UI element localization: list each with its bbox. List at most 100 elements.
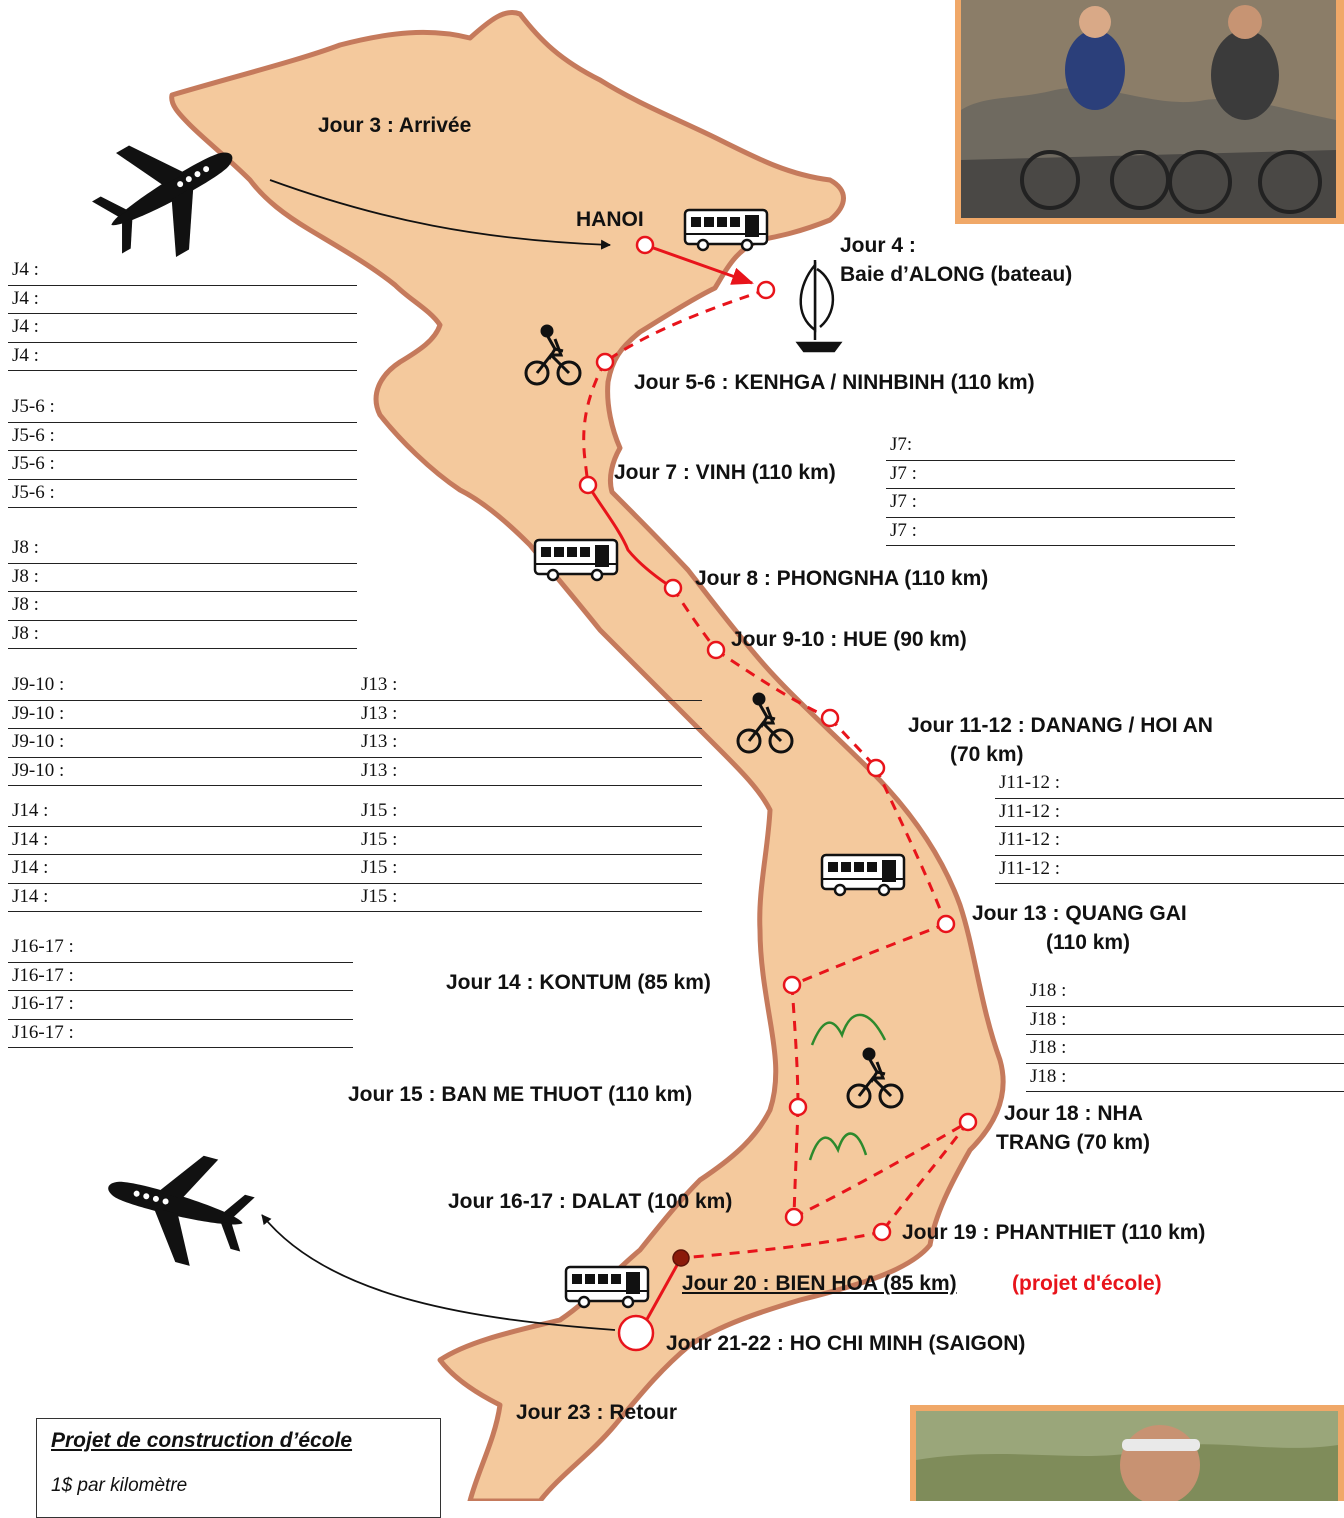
stop-along [756,280,776,300]
note-line[interactable]: J11-12 : [995,770,1344,799]
label-danang: Jour 11-12 : DANANG / HOI AN [908,714,1213,737]
stop-quangai [936,914,956,934]
note-line[interactable]: J14 : [8,827,357,856]
route-bienhoa-hcm [639,1257,683,1331]
stop-hue [706,640,726,660]
label-hcm: Jour 21-22 : HO CHI MINH (SAIGON) [666,1332,1026,1355]
route-vinh-phongnha [586,484,674,590]
label-dalat: Jour 16-17 : DALAT (100 km) [448,1190,733,1213]
note-line[interactable]: J16-17 : [8,991,353,1020]
note-line[interactable]: J8 : [8,621,357,650]
note-line[interactable]: J7: [886,432,1235,461]
arrival-flight-path [269,179,611,250]
note-line[interactable]: J4 : [8,257,357,286]
note-line[interactable]: J15 : [357,798,702,827]
note-line[interactable]: J5-6 : [8,451,357,480]
note-line[interactable]: J16-17 : [8,1020,353,1049]
notes-j1617: J16-17 : J16-17 : J16-17 : J16-17 : [8,934,353,1049]
notes-j15: J15 : J15 : J15 : J15 : [357,798,702,913]
label-hanoi: HANOI [576,208,644,231]
note-line[interactable]: J15 : [357,884,702,913]
note-line[interactable]: J18 : [1026,1064,1344,1093]
notes-j7: J7: J7 : J7 : J7 : [886,432,1235,547]
note-line[interactable]: J16-17 : [8,963,353,992]
stop-kenhga [595,352,615,372]
stop-danang-a [820,708,840,728]
note-line[interactable]: J13 : [357,701,702,730]
note-line[interactable]: J9-10 : [8,729,357,758]
notes-j4: J4 : J4 : J4 : J4 : [8,257,357,372]
bus-icon [820,853,906,897]
note-line[interactable]: J11-12 : [995,856,1344,885]
notes-j14: J14 : J14 : J14 : J14 : [8,798,357,913]
stop-nhatrang [958,1112,978,1132]
note-line[interactable]: J14 : [8,855,357,884]
note-line[interactable]: J7 : [886,461,1235,490]
note-line[interactable]: J5-6 : [8,480,357,509]
departure-flight-path [261,1214,616,1331]
note-line[interactable]: J7 : [886,518,1235,547]
note-line[interactable]: J18 : [1026,1035,1344,1064]
note-line[interactable]: J4 : [8,343,357,372]
note-line[interactable]: J8 : [8,564,357,593]
label-banmethuot: Jour 15 : BAN ME THUOT (110 km) [348,1083,693,1106]
label-along-day: Jour 4 : [840,234,916,257]
note-line[interactable]: J5-6 : [8,394,357,423]
label-phanthiet: Jour 19 : PHANTHIET (110 km) [902,1221,1206,1244]
label-quangai-km: (110 km) [1046,931,1131,954]
notes-j1112: J11-12 : J11-12 : J11-12 : J11-12 : [995,770,1344,885]
project-subtitle: 1$ par kilomètre [51,1475,188,1496]
note-line[interactable]: J4 : [8,286,357,315]
stop-dalat [784,1207,804,1227]
note-line[interactable]: J14 : [8,798,357,827]
note-line[interactable]: J4 : [8,314,357,343]
stop-danang-b [866,758,886,778]
stop-banmethuot [788,1097,808,1117]
label-nhatrang-km: TRANG (70 km) [996,1131,1151,1154]
note-line[interactable]: J11-12 : [995,799,1344,828]
note-line[interactable]: J9-10 : [8,701,357,730]
note-line[interactable]: J13 : [357,758,702,787]
bus-icon [533,538,619,582]
label-bienhoa: Jour 20 : BIEN HOA (85 km) [682,1272,957,1295]
note-line[interactable]: J13 : [357,729,702,758]
label-along: Baie d’ALONG (bateau) [840,263,1073,286]
notes-j56: J5-6 : J5-6 : J5-6 : J5-6 : [8,394,357,509]
label-kenhga: Jour 5-6 : KENHGA / NINHBINH (110 km) [634,371,1035,394]
route-hanoi-along [644,243,754,285]
note-line[interactable]: J18 : [1026,978,1344,1007]
project-title: Projet de construction d’école [51,1429,353,1452]
note-line[interactable]: J15 : [357,827,702,856]
note-line[interactable]: J18 : [1026,1007,1344,1036]
note-line[interactable]: J9-10 : [8,758,357,787]
note-line[interactable]: J8 : [8,592,357,621]
notes-j910: J9-10 : J9-10 : J9-10 : J9-10 : [8,672,357,787]
note-line[interactable]: J15 : [357,855,702,884]
label-arrivee: Jour 3 : Arrivée [318,114,472,137]
bicycle-icon [846,1047,904,1109]
stop-kontum [782,975,802,995]
mountain-icon [808,1013,887,1161]
airplane-icon [108,1155,255,1266]
note-line[interactable]: J11-12 : [995,827,1344,856]
note-line[interactable]: J13 : [357,672,702,701]
sailboat-icon [795,260,843,353]
bike-route [582,288,970,1260]
note-line[interactable]: J14 : [8,884,357,913]
note-line[interactable]: J9-10 : [8,672,357,701]
note-line[interactable]: J7 : [886,489,1235,518]
note-line[interactable]: J5-6 : [8,423,357,452]
label-kontum: Jour 14 : KONTUM (85 km) [446,971,711,994]
note-line[interactable]: J8 : [8,535,357,564]
notes-j13: J13 : J13 : J13 : J13 : [357,672,702,787]
bicycle-icon [524,324,582,386]
note-line[interactable]: J16-17 : [8,934,353,963]
label-hue: Jour 9-10 : HUE (90 km) [731,628,967,651]
label-vinh: Jour 7 : VINH (110 km) [614,461,836,484]
route-stops [578,235,978,1352]
label-phongnha: Jour 8 : PHONGNHA (110 km) [695,567,989,590]
bus-icon [683,208,769,252]
bicycle-icon [736,692,794,754]
label-nhatrang: Jour 18 : NHA [1004,1102,1143,1125]
